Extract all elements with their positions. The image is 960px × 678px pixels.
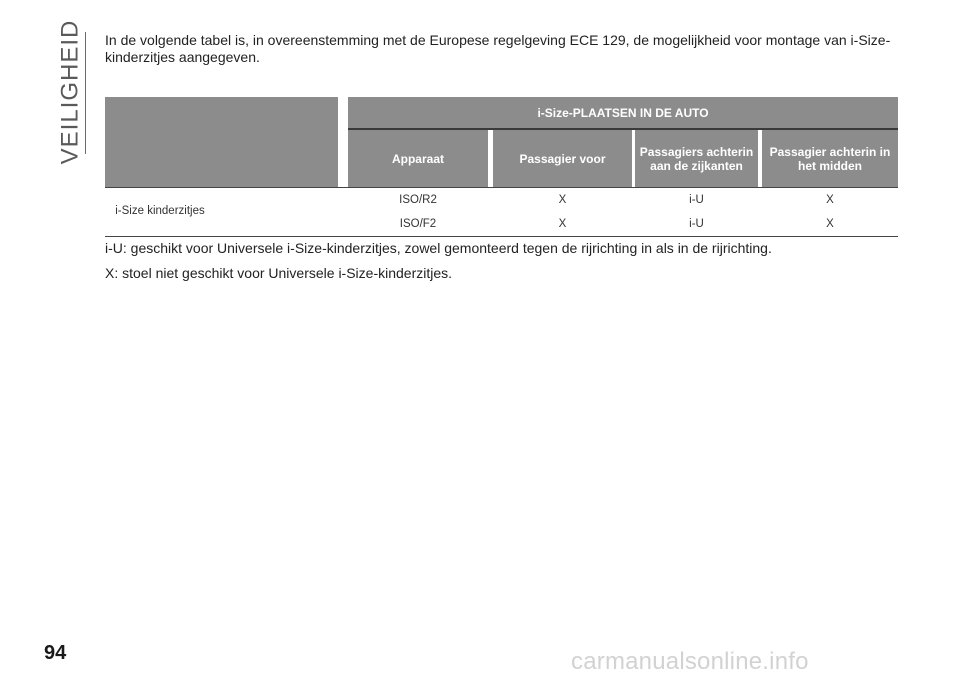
intro-paragraph: In de volgende tabel is, in overeenstemm… — [105, 32, 891, 65]
cell-rear-middle: X — [826, 218, 834, 230]
row-label: i-Size kinderzitjes — [115, 205, 205, 217]
column-header-passagier-voor: Passagier voor — [493, 130, 632, 187]
header-blank-cell — [105, 97, 338, 187]
header-divider — [348, 128, 898, 130]
i-size-table: i-Size-PLAATSEN IN DE AUTO Apparaat Pass… — [105, 97, 898, 237]
section-title-text: VEILIGHEID — [56, 19, 83, 165]
note-x: X: stoel niet geschikt voor Universele i… — [105, 265, 453, 281]
section-divider — [85, 32, 86, 154]
group-header: i-Size-PLAATSEN IN DE AUTO — [348, 97, 898, 128]
table-body: i-Size kinderzitjes ISO/R2 X i-U X ISO/F… — [105, 187, 898, 237]
table-row: ISO/F2 X i-U X — [105, 212, 898, 237]
cell-rear-middle: X — [826, 194, 834, 206]
column-header-apparaat: Apparaat — [348, 130, 488, 187]
cell-rear-sides: i-U — [689, 194, 704, 206]
watermark: carmanualsonline.info — [571, 648, 809, 675]
cell-device: ISO/F2 — [399, 218, 437, 230]
section-title: VEILIGHEID — [56, 20, 84, 165]
table-header: i-Size-PLAATSEN IN DE AUTO Apparaat Pass… — [105, 97, 898, 187]
cell-front: X — [558, 194, 567, 206]
column-header-achterin-midden: Passagier achterin in het midden — [762, 130, 898, 187]
cell-front: X — [558, 218, 567, 230]
table-notes: i-U: geschikt voor Universele i-Size-kin… — [105, 240, 905, 290]
column-header-achterin-zijkanten: Passagiers achterin aan de zijkanten — [635, 130, 758, 187]
cell-device: ISO/R2 — [399, 194, 437, 206]
note-iu: i-U: geschikt voor Universele i-Size-kin… — [105, 240, 772, 256]
page-number: 94 — [44, 642, 67, 664]
table-row: ISO/R2 X i-U X — [105, 187, 898, 212]
cell-rear-sides: i-U — [689, 218, 704, 230]
